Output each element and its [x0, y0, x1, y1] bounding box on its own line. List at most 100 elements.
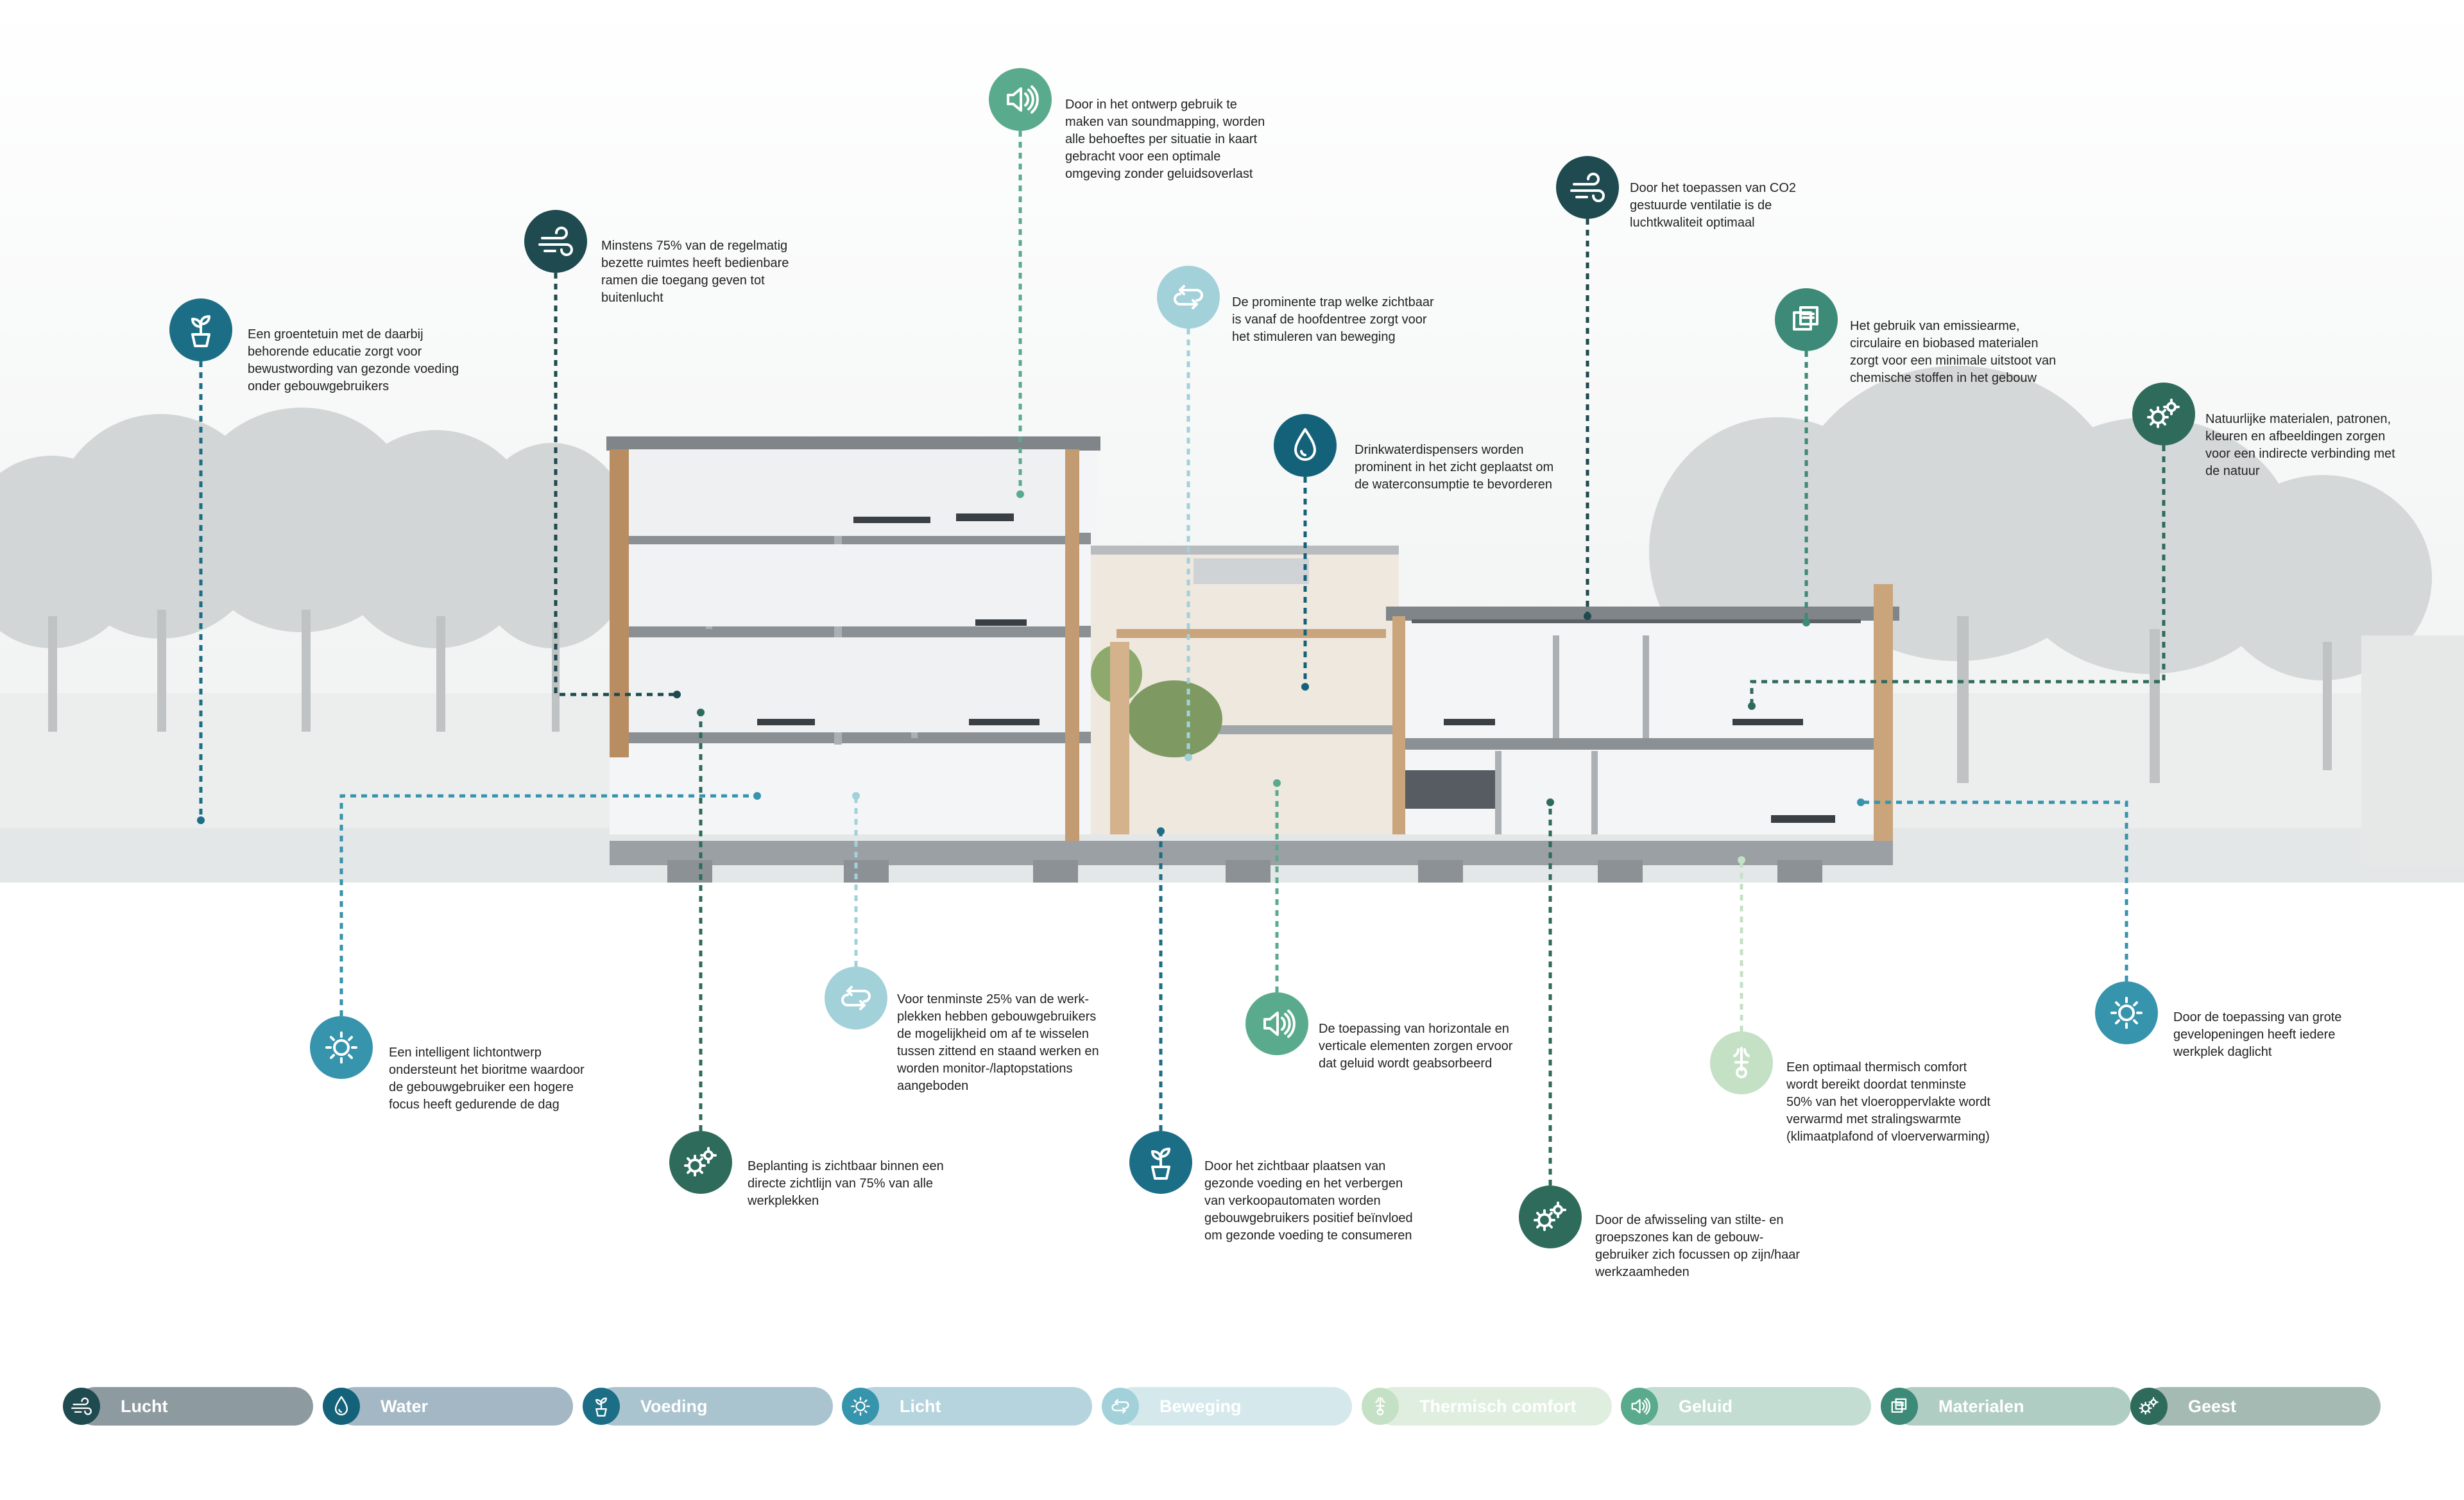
legend-label-beweging: Beweging: [1159, 1397, 1242, 1416]
annotation-text-a8: Drinkwaterdispensers worden prominent in…: [1355, 443, 1554, 492]
trees-left: [0, 408, 635, 732]
materialen-annotation-icon: [1775, 288, 1838, 351]
gears-icon: [1534, 1202, 1566, 1231]
speaker-icon: [1263, 1010, 1296, 1038]
connector-end-a15: [1157, 827, 1165, 835]
legend-icon-lucht: [63, 1388, 100, 1425]
connector-end-a8: [1301, 683, 1309, 691]
annotation-text-a6: Een groentetuin met de daarbij behorende…: [248, 327, 459, 393]
licht-annotation-icon: [2095, 981, 2158, 1044]
legend-label-water: Water: [381, 1397, 429, 1416]
layers-icon: [1891, 1398, 1907, 1413]
plant-pot-icon: [595, 1397, 607, 1417]
connector-end-a6: [197, 816, 205, 824]
connector-lines: [197, 131, 2166, 1185]
voeding-annotation-icon: [1129, 1131, 1192, 1194]
annotation-text-a14: Beplanting is zichtbaar binnen een direc…: [748, 1159, 944, 1208]
plant-pot-icon: [1151, 1148, 1170, 1180]
connector-end-a3: [673, 691, 681, 698]
legend-item-beweging: Beweging: [1102, 1387, 1352, 1426]
legend-icon-geluid: [1621, 1388, 1658, 1425]
connector-end-a16: [1546, 798, 1554, 806]
plant-pot-icon: [191, 315, 210, 347]
wind-icon: [71, 1397, 92, 1415]
annotation-text-a4: De prominente trap welke zichtbaar is va…: [1232, 295, 1434, 344]
beweging-annotation-icon: [825, 967, 887, 1030]
lucht-annotation-icon: [1556, 156, 1619, 219]
annotation-text-a16: Door de afwisseling van stilte- en groep…: [1595, 1213, 1801, 1279]
geest-annotation-icon: [669, 1131, 732, 1194]
legend-icon-voeding: [583, 1388, 620, 1425]
voeding-annotation-icon: [169, 298, 232, 361]
legend-item-voeding: Voeding: [583, 1387, 833, 1426]
legend-item-materialen: Materialen: [1881, 1387, 2131, 1426]
wind-icon: [1570, 173, 1605, 202]
connector-end-a11: [1857, 798, 1865, 806]
lucht-annotation-icon: [524, 210, 587, 273]
geluid-annotation-icon: [989, 68, 1052, 131]
sun-icon: [851, 1397, 870, 1416]
annotation-text-a5: Het gebruik van emissiearme, circulaire …: [1850, 319, 2057, 385]
geest-annotation-icon: [1519, 1185, 1582, 1248]
beweging-annotation-icon: [1157, 266, 1220, 329]
connector-end-a13: [1738, 856, 1745, 864]
geluid-annotation-icon: [1245, 992, 1308, 1055]
annotation-text-a13: Een optimaal thermisch comfort wordt ber…: [1786, 1060, 1990, 1144]
connector-a12: [339, 794, 757, 1016]
annotation-text-a9: Voor tenminste 25% van de werk- plekken …: [897, 992, 1099, 1093]
annotation-text-a2: Door het toepassen van CO2 gestuurde ven…: [1630, 181, 1797, 230]
legend-label-thermisch: Thermisch comfort: [1419, 1397, 1577, 1416]
annotation-text-a3: Minstens 75% van de regelmatig bezette r…: [601, 239, 789, 305]
gears-icon: [684, 1147, 717, 1177]
connector-a3: [554, 273, 677, 696]
licht-annotation-icon: [310, 1016, 373, 1079]
legend-label-lucht: Lucht: [121, 1397, 168, 1416]
annotation-text-a15: Door het zichtbaar plaatsen van gezonde …: [1204, 1159, 1413, 1243]
connector-end-a1: [1016, 490, 1024, 498]
legend-item-licht: Licht: [842, 1387, 1092, 1426]
arrows-icon: [1174, 285, 1203, 309]
legend-item-geest: Geest: [2130, 1387, 2381, 1426]
connector-end-a12: [753, 792, 761, 800]
legend-item-water: Water: [323, 1387, 573, 1426]
legend-item-lucht: Lucht: [63, 1387, 313, 1426]
legend-icon-materialen: [1881, 1388, 1918, 1425]
legend-icon-beweging: [1102, 1388, 1139, 1425]
legend-label-licht: Licht: [900, 1397, 941, 1416]
annotation-text-a12: Een intelligent lichtontwerp ondersteunt…: [389, 1046, 585, 1112]
legend-label-voeding: Voeding: [640, 1397, 708, 1416]
arrows-icon: [841, 986, 871, 1010]
arrows-icon: [1111, 1399, 1129, 1414]
droplet-icon: [334, 1396, 348, 1416]
annotation-text-a7: Natuurlijke materialen, patronen, kleure…: [2205, 412, 2395, 478]
sun-icon: [2110, 997, 2143, 1029]
legend-item-geluid: Geluid: [1621, 1387, 1871, 1426]
connector-end-a7: [1748, 702, 1756, 710]
thermometer-icon: [1733, 1047, 1750, 1078]
legend-label-geest: Geest: [2188, 1397, 2237, 1416]
connector-end-a2: [1584, 612, 1591, 620]
speaker-icon: [1007, 85, 1039, 114]
droplet-icon: [1294, 428, 1316, 461]
annotation-text-a1: Door in het ontwerp gebruik te maken van…: [1065, 98, 1265, 181]
legend-icon-thermisch: [1362, 1388, 1399, 1425]
connector-end-a9: [852, 792, 860, 800]
building-section: [606, 436, 1899, 883]
legend-item-thermisch: Thermisch comfort: [1362, 1387, 1612, 1426]
water-annotation-icon: [1274, 414, 1337, 477]
wind-icon: [538, 227, 573, 256]
geest-annotation-icon: [2132, 383, 2195, 445]
connector-end-a4: [1185, 754, 1192, 761]
legend-icon-geest: [2130, 1388, 2168, 1425]
thermometer-icon: [1375, 1397, 1385, 1416]
legend-icon-licht: [842, 1388, 879, 1425]
layers-icon: [1793, 306, 1818, 331]
connector-end-a14: [697, 709, 705, 716]
gears-icon: [2147, 399, 2180, 428]
legend-label-geluid: Geluid: [1679, 1397, 1733, 1416]
speaker-icon: [1631, 1397, 1651, 1415]
legend-icon-water: [323, 1388, 360, 1425]
annotation-text-a10: De toepassing van horizontale en vertica…: [1319, 1022, 1513, 1071]
